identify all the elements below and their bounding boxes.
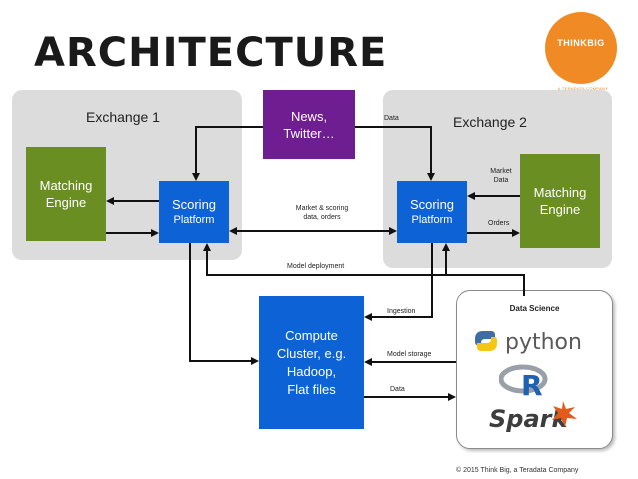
edge-label-market-data-line-2: Data [493, 177, 509, 184]
edge-label-ingestion: Ingestion [387, 308, 416, 315]
cluster-line-3: Hadoop, [286, 363, 337, 379]
edge-label-model-storage: Model storage [387, 351, 432, 358]
arrow-model-deployment-to-scoring-1 [203, 243, 525, 296]
edge-label-data-bottom: Data [390, 386, 405, 393]
cluster-line-4: Flat files [287, 381, 336, 397]
copyright-footer: © 2015 Think Big, a Teradata Company [456, 467, 579, 474]
matching-engine-2: Matching Engine [520, 154, 600, 248]
exchange-2-label: Exchange 2 [453, 114, 527, 130]
cluster-line-1: Compute [285, 327, 338, 343]
news-line-1: News, [290, 108, 328, 124]
r-logo: R [499, 364, 548, 401]
cluster-line-2: Cluster, e.g. [276, 345, 347, 361]
edge-label-market-scoring: Market & scoring data, orders [282, 204, 362, 222]
scoring-platform-1-sub: Platform [173, 214, 215, 226]
matching-engine-2-label: Matching Engine [533, 185, 587, 217]
scoring-platform-2: Scoring Platform [397, 181, 467, 243]
logo-name: THINKBIG [557, 38, 605, 48]
news-line-2: Twitter… [283, 125, 335, 141]
edge-label-orders: Orders [488, 220, 510, 227]
matching-engine-1: Matching Engine [26, 147, 106, 241]
matching-engine-1-label: Matching Engine [39, 178, 93, 210]
spark-logo: Spark [489, 401, 577, 433]
compute-cluster-box: Compute Cluster, e.g. Hadoop, Flat files [259, 296, 364, 429]
r-logo-text: R [521, 369, 543, 401]
edge-label-market-data-line-1: Market [490, 168, 512, 175]
thinkbig-logo [545, 12, 617, 84]
scoring-platform-1-title: Scoring [171, 197, 217, 212]
data-science-panel: Data Science python R Spark [456, 290, 613, 449]
exchange-1-label: Exchange 1 [86, 109, 160, 125]
data-science-title: Data Science [509, 304, 560, 313]
scoring-platform-2-sub: Platform [411, 214, 453, 226]
news-twitter-box: News, Twitter… [263, 90, 355, 159]
edge-label-market-scoring-line-1: Market & scoring [295, 205, 349, 212]
python-logo: python [475, 330, 582, 355]
python-logo-text: python [505, 330, 582, 355]
arrow-news-to-scoring-1 [192, 126, 263, 181]
logo-tagline: A TERADATA COMPANY [557, 86, 609, 91]
edge-label-model-deployment: Model deployment [287, 263, 345, 270]
scoring-platform-1: Scoring Platform [159, 181, 229, 243]
arrow-scoring1-to-cluster [189, 243, 259, 365]
arrow-scoring2-to-cluster [364, 243, 433, 321]
page-title: ARCHITECTURE [34, 30, 388, 76]
arrow-news-to-scoring-2 [355, 126, 435, 181]
scoring-platform-2-title: Scoring [409, 197, 455, 212]
edge-label-data-top: Data [384, 115, 399, 122]
edge-label-market-data: Market Data [486, 167, 516, 185]
edge-label-market-scoring-line-2: data, orders [303, 214, 341, 221]
